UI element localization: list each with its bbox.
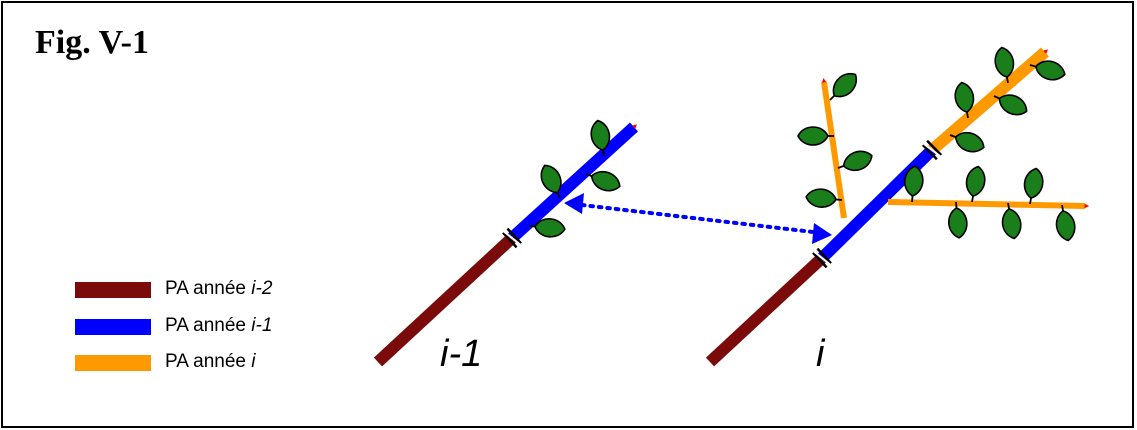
correspondence-arrow-line [582, 205, 813, 232]
arrowhead-right-icon [812, 223, 832, 244]
right-lateral-shoot-horizontal [888, 202, 1085, 206]
right-terminal-shoot-year-i [932, 52, 1045, 150]
left-old-wood-segment [378, 238, 512, 362]
leaf-icon [1021, 167, 1045, 206]
leaf-icon [835, 147, 875, 176]
leaf-icon [963, 165, 987, 204]
right-old-wood-segment [710, 258, 822, 362]
leaf-icon [1053, 203, 1077, 242]
leaf-icon [947, 201, 968, 238]
arrowhead-left-icon [564, 193, 584, 214]
